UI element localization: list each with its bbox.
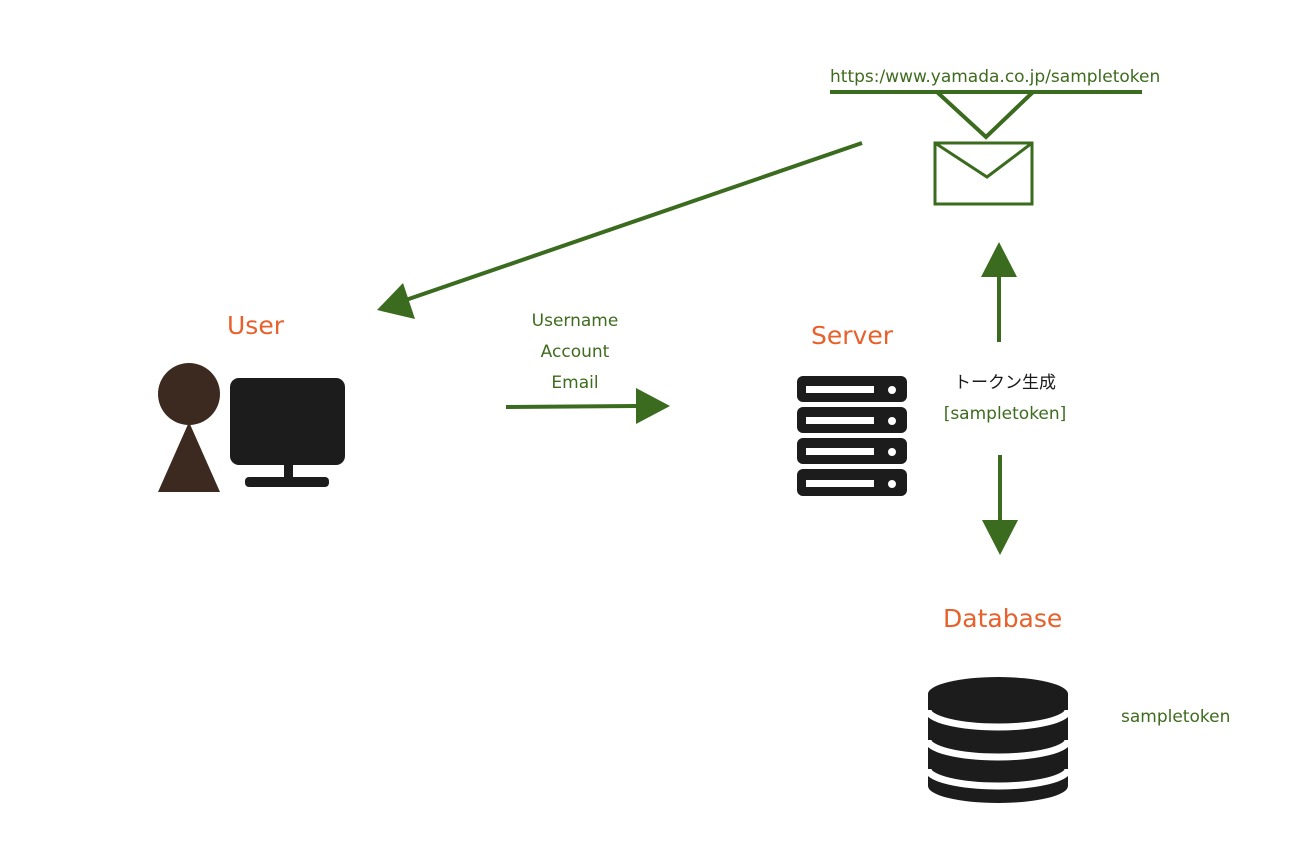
user-to-server-fields: Username Account Email	[520, 306, 630, 399]
field-username: Username	[531, 311, 619, 331]
arrow-server-to-database	[982, 455, 1018, 555]
envelope-icon	[933, 141, 1034, 206]
server-unit-3	[797, 438, 907, 464]
database-stored-token: sampletoken	[1121, 707, 1231, 727]
token-value: [sampletoken]	[943, 404, 1067, 424]
database-icon	[924, 677, 1072, 803]
mail-url: https:/www.yamada.co.jp/sampletoken	[830, 67, 1161, 87]
field-account: Account	[540, 342, 610, 362]
url-callout	[830, 90, 1142, 140]
server-unit-4	[797, 469, 907, 496]
arrow-user-to-server	[505, 388, 670, 424]
field-email: Email	[551, 373, 599, 393]
arrow-server-to-mail	[981, 242, 1017, 342]
computer-icon	[230, 378, 345, 487]
arrow-mail-to-user	[377, 141, 863, 319]
user-title: User	[227, 311, 284, 340]
server-unit-2	[797, 407, 907, 433]
server-rack-icon	[797, 376, 907, 496]
server-unit-1	[797, 376, 907, 402]
token-generation-label: トークン生成	[954, 373, 1056, 393]
database-title: Database	[943, 604, 1063, 633]
server-title: Server	[811, 321, 893, 350]
person-icon	[158, 363, 220, 492]
token-generation-note: トークン生成 [sampletoken]	[940, 368, 1070, 430]
